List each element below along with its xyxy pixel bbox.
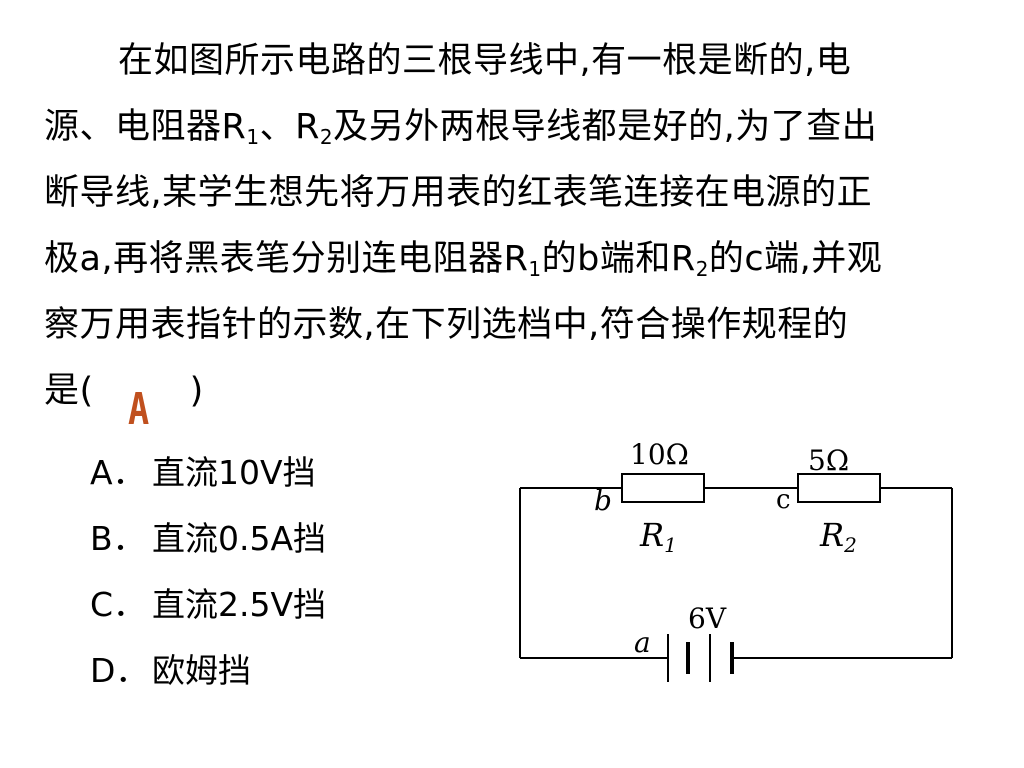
subscript-2: 2 <box>319 125 334 149</box>
question-line-6: 是() <box>44 371 204 411</box>
resistor-r1 <box>621 473 705 503</box>
option-key: D． <box>90 651 149 690</box>
option-text: 直流10V挡 <box>152 453 316 492</box>
subscript-1b: 1 <box>528 257 542 281</box>
node-a-label: a <box>634 626 651 659</box>
subscript-1: 1 <box>246 125 260 149</box>
question-line-4: 极a,再将黑表笔分别连电阻器R1的b端和R2的c端,并观 <box>44 239 883 281</box>
question-text: 在如图所示电路的三根导线中,有一根是断的,电 源、电阻器R1、R2及另外两根导线… <box>44 28 984 424</box>
r1-label: R1 <box>639 516 677 557</box>
option-c[interactable]: C．直流2.5V挡 <box>90 572 326 638</box>
question-line-1: 在如图所示电路的三根导线中,有一根是断的,电 <box>118 41 852 81</box>
battery-value: 6V <box>688 602 727 635</box>
option-text: 直流0.5A挡 <box>152 519 327 558</box>
question-line-2: 源、电阻器R1、R2及另外两根导线都是好的,为了查出 <box>44 107 878 149</box>
r1-value: 10Ω <box>630 438 689 471</box>
option-key: C． <box>90 585 147 624</box>
option-key: A． <box>90 453 146 492</box>
options-list: A．直流10V挡 B．直流0.5A挡 C．直流2.5V挡 D．欧姆挡 <box>90 440 326 704</box>
subscript-2b: 2 <box>695 257 709 281</box>
option-key: B． <box>90 519 146 558</box>
option-a[interactable]: A．直流10V挡 <box>90 440 326 506</box>
option-text: 直流2.5V挡 <box>152 585 327 624</box>
option-text: 欧姆挡 <box>152 651 251 690</box>
r2-value: 5Ω <box>808 444 849 477</box>
question-line-5: 察万用表指针的示数,在下列选档中,符合操作规程的 <box>44 305 849 345</box>
circuit-diagram: 10Ω 5Ω b c R1 R2 a 6V <box>519 438 953 682</box>
option-b[interactable]: B．直流0.5A挡 <box>90 506 326 572</box>
resistor-r2 <box>797 473 881 503</box>
r2-label: R2 <box>819 516 857 557</box>
node-b-label: b <box>594 484 612 517</box>
option-d[interactable]: D．欧姆挡 <box>90 638 326 704</box>
answer-mark: A <box>128 384 150 435</box>
question-line-3: 断导线,某学生想先将万用表的红表笔连接在电源的正 <box>44 173 873 213</box>
node-c-label: c <box>776 485 791 515</box>
